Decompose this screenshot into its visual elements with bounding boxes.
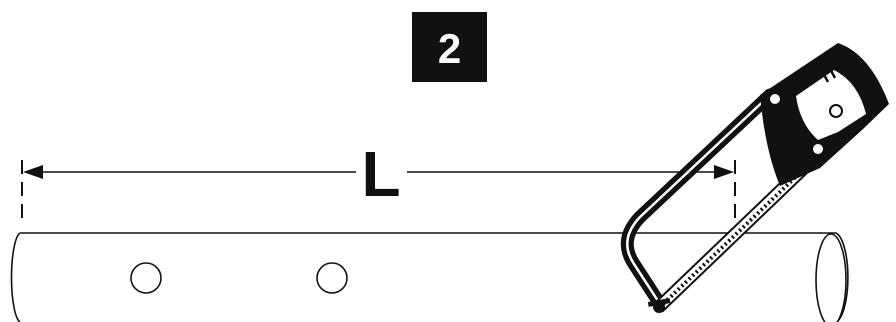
hacksaw-rivet-1: [768, 92, 782, 106]
step-badge: 2: [412, 12, 487, 82]
hacksaw-rivet-2: [829, 104, 843, 118]
dimension-arrowhead-right: [714, 165, 734, 179]
hacksaw-rivet-3: [811, 142, 825, 156]
hacksaw-frame-highlight: [626, 93, 772, 306]
hacksaw-icon: [620, 43, 889, 313]
dimension-arrowhead-left: [23, 165, 43, 179]
pipe-hole-2: [316, 262, 348, 294]
hacksaw-grip-ridges: [814, 49, 870, 89]
length-dimension: [21, 160, 736, 226]
pipe-hole-1: [130, 262, 162, 294]
hacksaw-wingnut: [647, 298, 671, 307]
pipe-end-right: [815, 233, 847, 322]
pipe: [10, 232, 849, 322]
hacksaw-handle-grip-hole: [796, 70, 866, 140]
step-badge-background: [412, 12, 487, 82]
hacksaw-blade-teeth: [658, 166, 807, 309]
step-number: 2: [438, 25, 461, 72]
dimension-label: L: [361, 138, 400, 210]
